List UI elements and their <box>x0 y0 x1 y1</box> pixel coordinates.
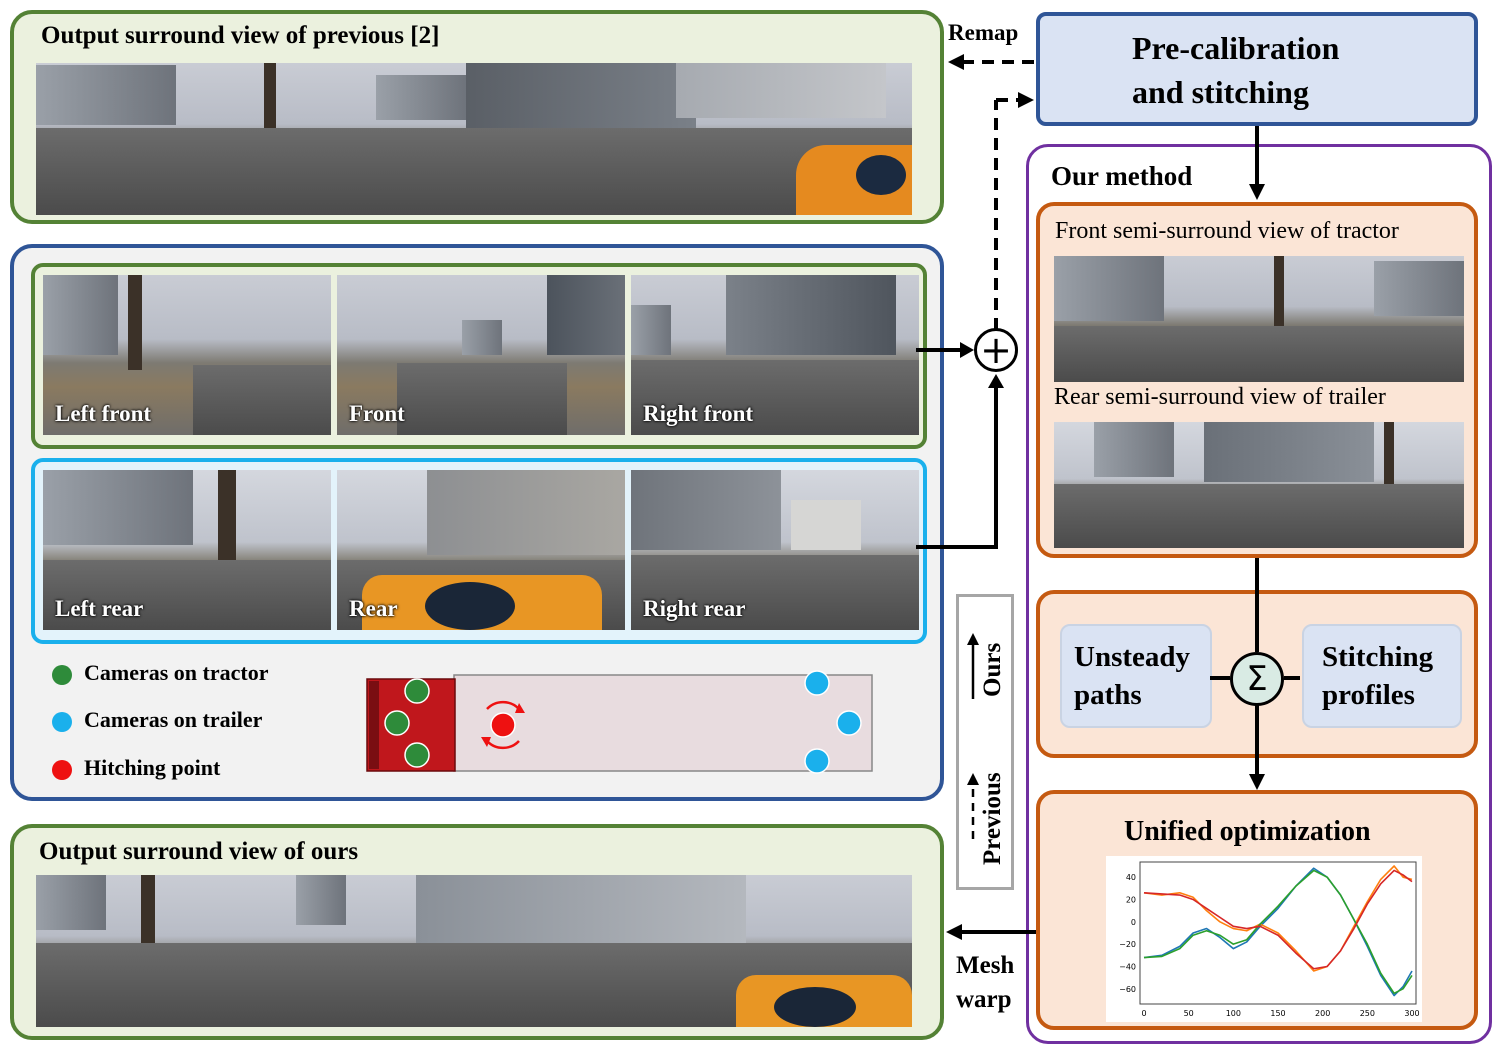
hitch-point-dot <box>52 760 72 780</box>
combine-circle: + <box>974 328 1018 372</box>
camera-views-panel: Left front Front Right front Left rear <box>10 244 944 801</box>
rear-cameras-group: Left rear Rear Right rear <box>31 458 927 644</box>
unified-optimization-title: Unified optimization <box>1124 816 1371 847</box>
pre-calibration-line1: Pre-calibration <box>1132 30 1340 66</box>
front-cameras-group: Left front Front Right front <box>31 263 927 449</box>
trailer-camera-rear <box>836 710 862 736</box>
ours-output-title: Output surround view of ours <box>39 838 359 865</box>
arrow-legend-box: Ours Previous <box>956 594 1014 890</box>
x-tick-label: 0 <box>1141 1009 1146 1018</box>
stitching-profiles-box: Stitching profiles <box>1302 624 1462 728</box>
y-tick-label: −60 <box>1119 985 1136 994</box>
inputs-box: Unsteady paths Stitching profiles <box>1036 590 1478 758</box>
trailer-cameras <box>804 670 862 774</box>
stitching-profiles-label: Stitching profiles <box>1322 641 1434 711</box>
y-tick-label: 40 <box>1126 873 1136 882</box>
vehicle-diagram <box>366 670 873 774</box>
previous-panorama-image <box>36 63 912 215</box>
tractor-cameras <box>384 678 430 768</box>
left-rear-image: Left rear <box>43 470 331 630</box>
y-tick-label: 20 <box>1126 896 1136 905</box>
sum-circle: Σ <box>1230 652 1284 706</box>
pre-calibration-line2: and stitching <box>1132 74 1309 110</box>
right-front-label: Right front <box>643 401 754 426</box>
tractor-camera-left <box>404 678 430 704</box>
x-tick-label: 300 <box>1404 1009 1419 1018</box>
front-semi-image <box>1054 256 1464 382</box>
previous-output-panel: Output surround view of previous [2] <box>10 10 944 224</box>
trailer-camera-right <box>804 748 830 774</box>
tractor-camera-dot <box>52 665 72 685</box>
dashed-arrow-icon <box>967 773 979 839</box>
x-tick-label: 250 <box>1360 1009 1375 1018</box>
pre-calibration-box: Pre-calibration and stitching <box>1036 12 1478 126</box>
series-line-3 <box>1143 869 1413 970</box>
right-rear-image: Right rear <box>631 470 919 630</box>
trailer-camera-dot <box>52 712 72 732</box>
x-tick-label: 200 <box>1315 1009 1330 1018</box>
mesh-warp-line1: Mesh <box>956 952 1015 979</box>
rear-semi-image <box>1054 422 1464 548</box>
left-front-image: Left front <box>43 275 331 435</box>
y-tick-label: −20 <box>1119 940 1136 949</box>
tractor-camera-legend: Cameras on tractor <box>84 660 269 685</box>
unsteady-paths-box: Unsteady paths <box>1060 624 1212 728</box>
remap-label: Remap <box>948 20 1019 45</box>
right-rear-label: Right rear <box>643 596 746 621</box>
rear-image: Rear <box>337 470 625 630</box>
y-tick-label: −40 <box>1119 963 1136 972</box>
left-rear-label: Left rear <box>55 596 144 621</box>
mesh-warp-line2: warp <box>956 986 1012 1013</box>
previous-output-title: Output surround view of previous [2] <box>41 22 440 49</box>
rear-semi-title: Rear semi-surround view of trailer <box>1054 384 1386 410</box>
tractor-camera-right <box>404 742 430 768</box>
our-method-title: Our method <box>1051 161 1193 191</box>
ours-output-panel: Output surround view of ours <box>10 824 944 1040</box>
series-line-2 <box>1143 869 1413 995</box>
front-image: Front <box>337 275 625 435</box>
x-tick-label: 100 <box>1226 1009 1241 1018</box>
y-tick-label: 0 <box>1131 918 1136 927</box>
x-tick-label: 50 <box>1184 1009 1194 1018</box>
hitch-point-marker <box>490 712 516 738</box>
plus-symbol-icon: + <box>980 328 1012 372</box>
left-front-label: Left front <box>55 401 152 426</box>
right-front-image: Right front <box>631 275 919 435</box>
ours-panorama-image <box>36 875 912 1027</box>
trailer-camera-left <box>804 670 830 696</box>
hitch-point-legend: Hitching point <box>84 755 221 780</box>
unsteady-paths-label: Unsteady paths <box>1074 641 1191 711</box>
series-line-1 <box>1143 865 1413 972</box>
front-semi-title: Front semi-surround view of tractor <box>1055 218 1399 244</box>
x-tick-label: 150 <box>1270 1009 1285 1018</box>
sigma-symbol-icon: Σ <box>1246 659 1268 699</box>
semi-surround-box: Front semi-surround view of tractor Rear… <box>1036 202 1478 558</box>
solid-arrow-icon <box>967 633 979 699</box>
front-label: Front <box>349 401 405 426</box>
trailer-camera-legend: Cameras on trailer <box>84 707 263 732</box>
tractor-camera-front <box>384 710 410 736</box>
rear-label: Rear <box>349 596 398 621</box>
